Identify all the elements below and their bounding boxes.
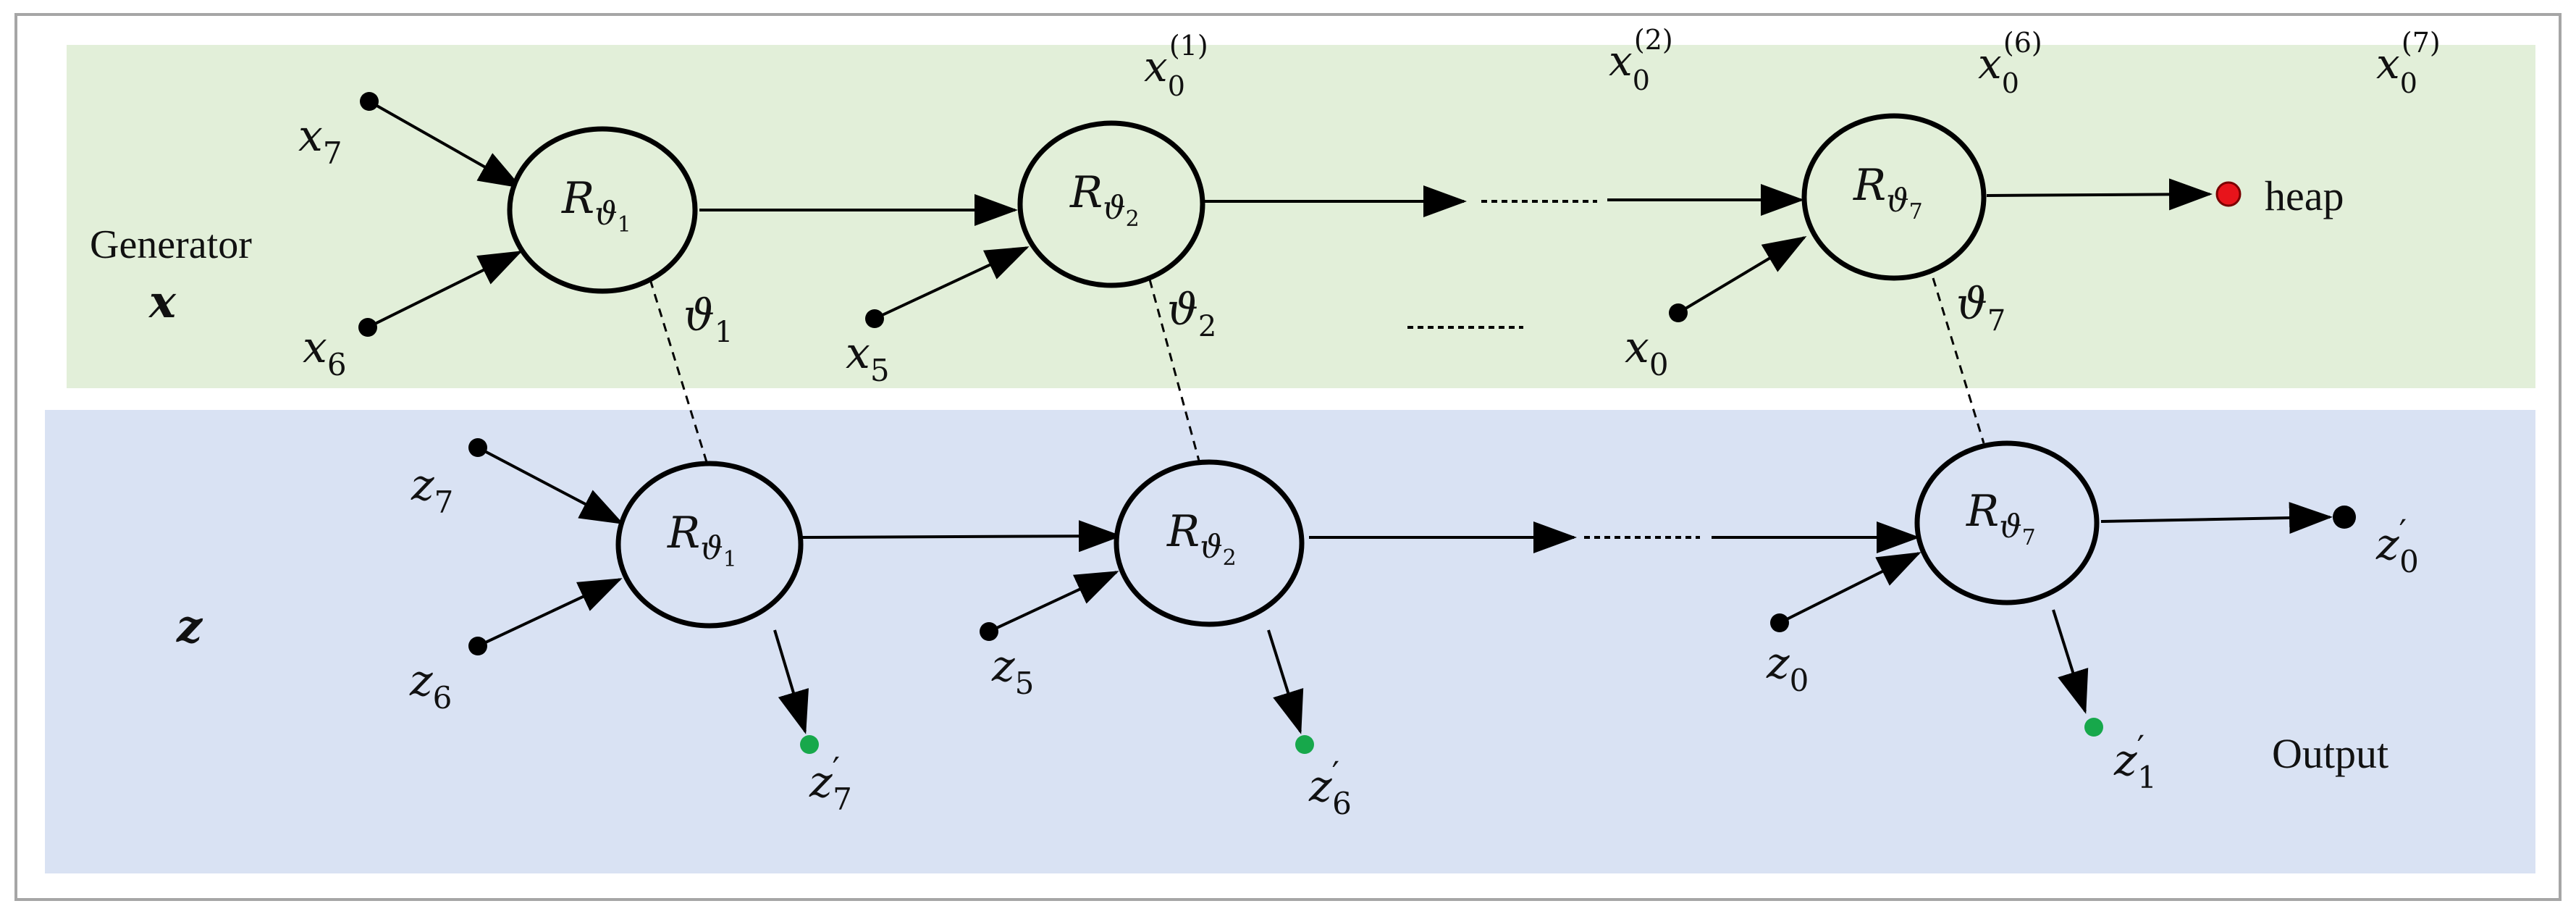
z0-dot — [1770, 613, 1789, 632]
z6prime-dot — [1295, 735, 1314, 754]
z7-to-node1-arrow — [477, 446, 624, 524]
z5-to-znode2-arrow — [988, 571, 1119, 633]
znode7-to-z1prime-arrow — [2052, 609, 2089, 714]
z-band — [45, 410, 2535, 873]
generator-band — [67, 45, 2535, 388]
z0-to-znode7-arrow — [1779, 552, 1922, 624]
x6-label: x6 — [303, 322, 347, 382]
state-6-label: x0(6) — [1978, 27, 2042, 99]
x6-dot — [358, 318, 377, 337]
state-2-label: x0(2) — [1609, 24, 1673, 96]
theta2-label: ϑ2 — [1167, 285, 1216, 343]
z7prime-label: z′7 — [809, 750, 852, 817]
state-1-label: x0(1) — [1144, 30, 1208, 102]
node7-to-heap-arrow — [1986, 178, 2213, 211]
generator-node-2-label: Rϑ2 — [1069, 167, 1140, 232]
x-symbol-label: x — [148, 275, 177, 328]
znode1-to-znode2-arrow — [801, 520, 1122, 553]
z5-label: z5 — [991, 641, 1034, 701]
theta7-label: ϑ7 — [1956, 279, 2005, 337]
x7-to-node1-arrow — [369, 100, 523, 188]
z7-label: z7 — [411, 460, 453, 520]
z6-dot — [468, 637, 487, 655]
x5-to-node2-arrow — [874, 246, 1030, 320]
z6prime-label: z′6 — [1308, 754, 1352, 821]
z6-to-node1-arrow — [477, 578, 623, 647]
z-symbol-label: z — [176, 600, 203, 653]
heap-dot — [2215, 181, 2242, 207]
z1prime-label: z′1 — [2113, 728, 2157, 795]
z6-label: z6 — [409, 655, 452, 716]
x5-label: x5 — [846, 328, 890, 388]
output-label: Output — [2272, 730, 2388, 777]
znode2-to-z6prime-arrow — [1267, 629, 1304, 734]
z0-label: z0 — [1766, 638, 1809, 698]
theta2-link — [1148, 279, 1200, 461]
z7-dot — [468, 438, 487, 457]
x6-to-node1-arrow — [367, 251, 523, 329]
x7-label: x7 — [298, 111, 342, 171]
z5-dot — [980, 622, 998, 641]
generator-node-7 — [1801, 113, 1987, 281]
generator-label: Generator — [90, 222, 252, 267]
x7-dot — [360, 92, 379, 111]
z-node-1 — [615, 461, 804, 629]
theta1-link — [649, 279, 708, 463]
z-node-7 — [1914, 440, 2100, 605]
x0-to-node7-arrow — [1677, 235, 1807, 314]
state-7-label: x0(7) — [2376, 27, 2441, 99]
theta7-link — [1932, 277, 1985, 444]
z7prime-dot — [800, 735, 819, 754]
x5-dot — [865, 309, 884, 328]
generator-node-2 — [1017, 120, 1205, 288]
z0prime-dot — [2333, 506, 2356, 529]
znode7-to-z0prime-arrow — [2100, 502, 2333, 534]
generator-node-1-label: Rϑ1 — [561, 173, 631, 238]
z-node-1-label: Rϑ1 — [667, 508, 737, 572]
heap-label: heap — [2265, 172, 2344, 219]
z1prime-dot — [2084, 718, 2103, 737]
theta1-label: ϑ1 — [683, 290, 733, 349]
x0-dot — [1669, 303, 1688, 322]
z-node-7-label: Rϑ7 — [1966, 486, 2036, 550]
x0-label: x0 — [1625, 322, 1669, 382]
znode1-to-z7prime-arrow — [773, 629, 809, 734]
z0prime-label: z′0 — [2375, 512, 2419, 579]
z-node-2 — [1114, 459, 1305, 627]
generator-node-1 — [507, 126, 698, 294]
z-node-2-label: Rϑ2 — [1166, 506, 1237, 571]
generator-node-7-label: Rϑ7 — [1853, 160, 1923, 225]
